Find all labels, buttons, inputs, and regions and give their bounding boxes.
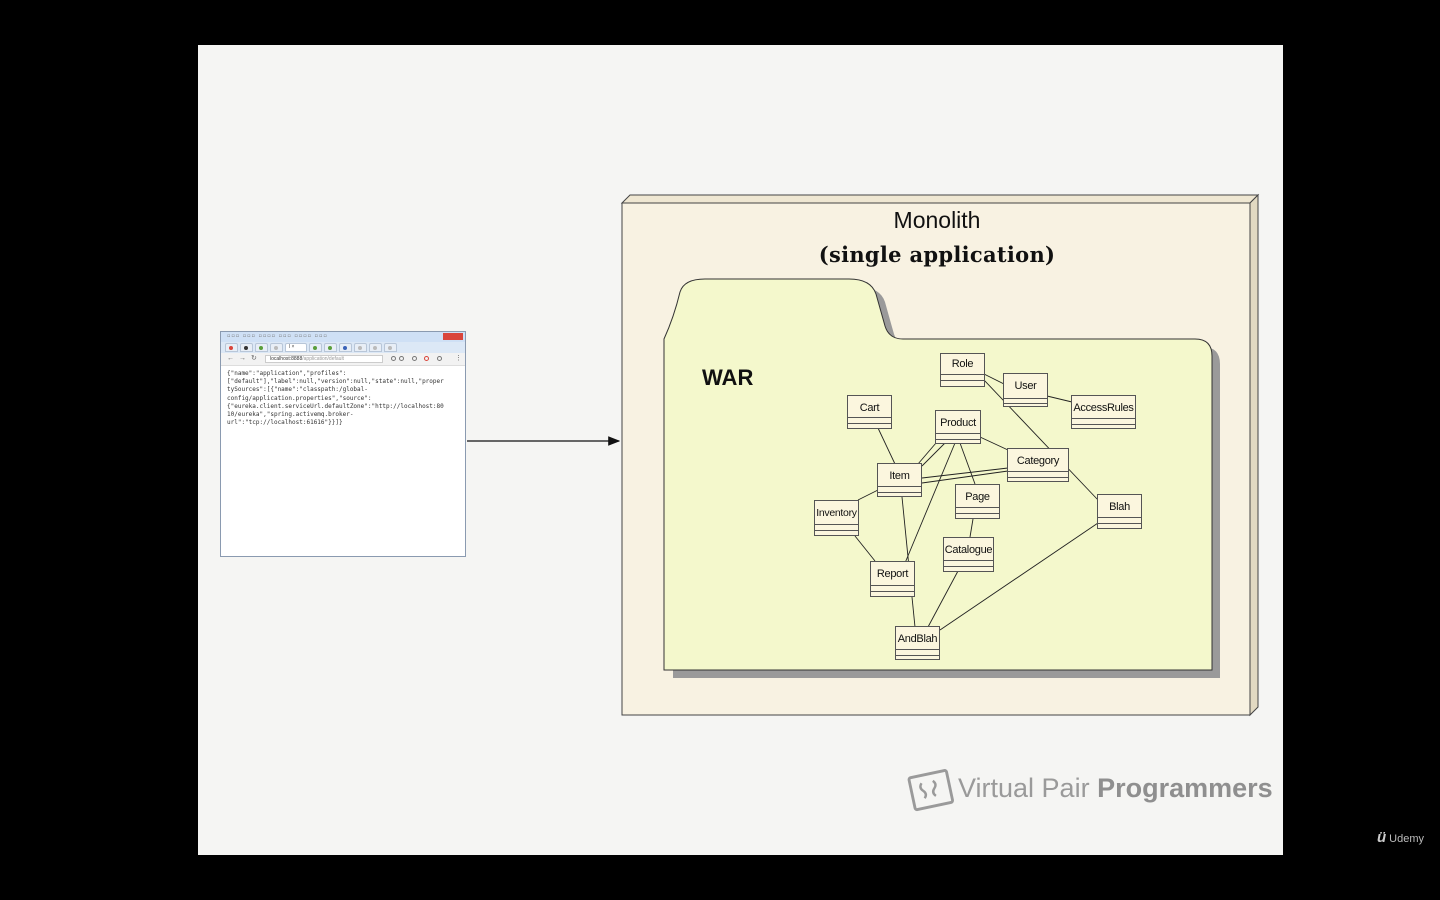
json-response: {"name":"application","profiles": ["defa… <box>227 370 444 427</box>
tab-active[interactable]: l × <box>285 343 307 352</box>
class-role: Role <box>940 353 985 387</box>
tab[interactable] <box>255 343 268 352</box>
class-page: Page <box>955 484 1000 519</box>
class-blah: Blah <box>1097 494 1142 529</box>
browser-titlebar: ▫▫▫ ▫▫▫ ▫▫▫▫ ▫▫▫ ▫▫▫▫ ▫▫▫ <box>221 332 465 342</box>
star-icon[interactable] <box>399 356 404 361</box>
tab[interactable] <box>324 343 337 352</box>
war-label: WAR <box>702 365 754 390</box>
tab[interactable] <box>225 343 238 352</box>
tab[interactable] <box>270 343 283 352</box>
class-andblah: AndBlah <box>895 626 940 660</box>
tab[interactable] <box>369 343 382 352</box>
class-item: Item <box>877 463 922 497</box>
forward-icon[interactable]: → <box>239 355 246 362</box>
url-field[interactable]: localhost:8888/application/default <box>265 355 383 363</box>
virtual-pair-logo-icon <box>907 769 955 812</box>
udemy-logo-icon: ü <box>1377 829 1387 846</box>
search-icon[interactable] <box>391 356 396 361</box>
virtual-pair-programmers-wordmark: Virtual Pair Programmers <box>958 773 1273 803</box>
opera-icon[interactable] <box>424 356 429 361</box>
browser-tabs: l × <box>221 342 465 353</box>
extension-icon[interactable] <box>437 356 442 361</box>
class-cart: Cart <box>847 395 892 429</box>
class-catalogue: Catalogue <box>943 537 994 572</box>
close-button[interactable] <box>443 333 463 340</box>
class-user: User <box>1003 373 1048 407</box>
class-category: Category <box>1007 448 1069 482</box>
back-icon[interactable]: ← <box>227 355 234 362</box>
reload-icon[interactable]: ↻ <box>251 355 257 362</box>
class-report: Report <box>870 561 915 597</box>
tab[interactable] <box>384 343 397 352</box>
tab[interactable] <box>309 343 322 352</box>
browser-window: ▫▫▫ ▫▫▫ ▫▫▫▫ ▫▫▫ ▫▫▫▫ ▫▫▫ l × ← → ↻ loca… <box>220 331 466 557</box>
tab[interactable] <box>339 343 352 352</box>
tab[interactable] <box>240 343 253 352</box>
menu-icon[interactable]: ⋮ <box>455 355 462 362</box>
extension-icon[interactable] <box>412 356 417 361</box>
class-product: Product <box>935 410 981 444</box>
tab[interactable] <box>354 343 367 352</box>
monolith-subtitle: (single application) <box>818 242 1056 267</box>
class-accessrules: AccessRules <box>1071 395 1136 429</box>
class-inventory: Inventory <box>814 500 859 536</box>
monolith-title: Monolith <box>893 207 981 233</box>
browser-menu: ▫▫▫ ▫▫▫ ▫▫▫▫ ▫▫▫ ▫▫▫▫ ▫▫▫ <box>227 333 328 339</box>
address-bar: ← → ↻ localhost:8888/application/default… <box>221 353 465 366</box>
